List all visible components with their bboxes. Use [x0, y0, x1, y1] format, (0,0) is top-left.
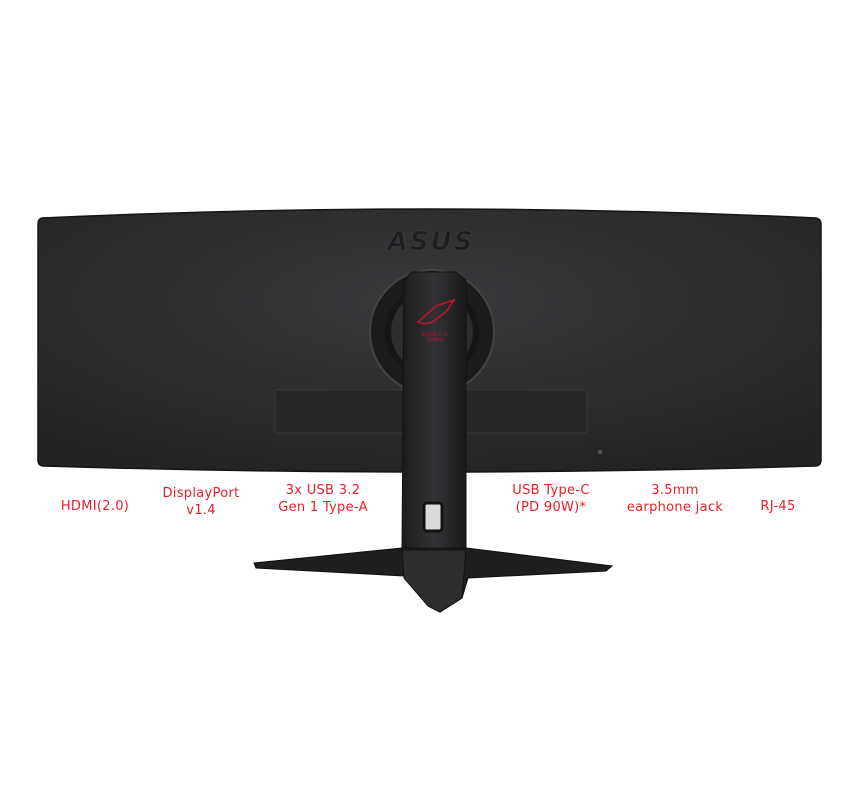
rog-logo: REPUBLIC OF GAMERS [416, 298, 456, 342]
label-line: HDMI(2.0) [60, 499, 130, 514]
label-earphone-jack: 3.5mm earphone jack [627, 482, 723, 516]
label-usb-c: USB Type-C (PD 90W)* [512, 482, 589, 516]
label-rj45: RJ-45 [760, 498, 795, 515]
label-hdmi: HDMI(2.0) [61, 498, 129, 515]
label-line: earphone jack [626, 500, 724, 515]
cable-hole [422, 501, 444, 533]
label-displayport: DisplayPort v1.4 [163, 485, 240, 519]
label-line: 3.5mm [651, 483, 699, 498]
label-line: v1.4 [186, 503, 216, 518]
label-line: (PD 90W)* [515, 500, 587, 515]
indicator-dot [598, 450, 602, 454]
svg-text:GAMERS: GAMERS [426, 337, 444, 342]
label-line: Gen 1 Type-A [278, 500, 368, 515]
svg-text:REPUBLIC OF: REPUBLIC OF [422, 332, 449, 337]
svg-text:ASUS: ASUS [386, 227, 475, 257]
asus-logo: ASUS [385, 227, 475, 258]
label-line: RJ-45 [760, 499, 796, 514]
label-line: 3x USB 3.2 [285, 483, 361, 498]
label-line: USB Type-C [512, 483, 590, 498]
label-line: DisplayPort [162, 486, 240, 501]
